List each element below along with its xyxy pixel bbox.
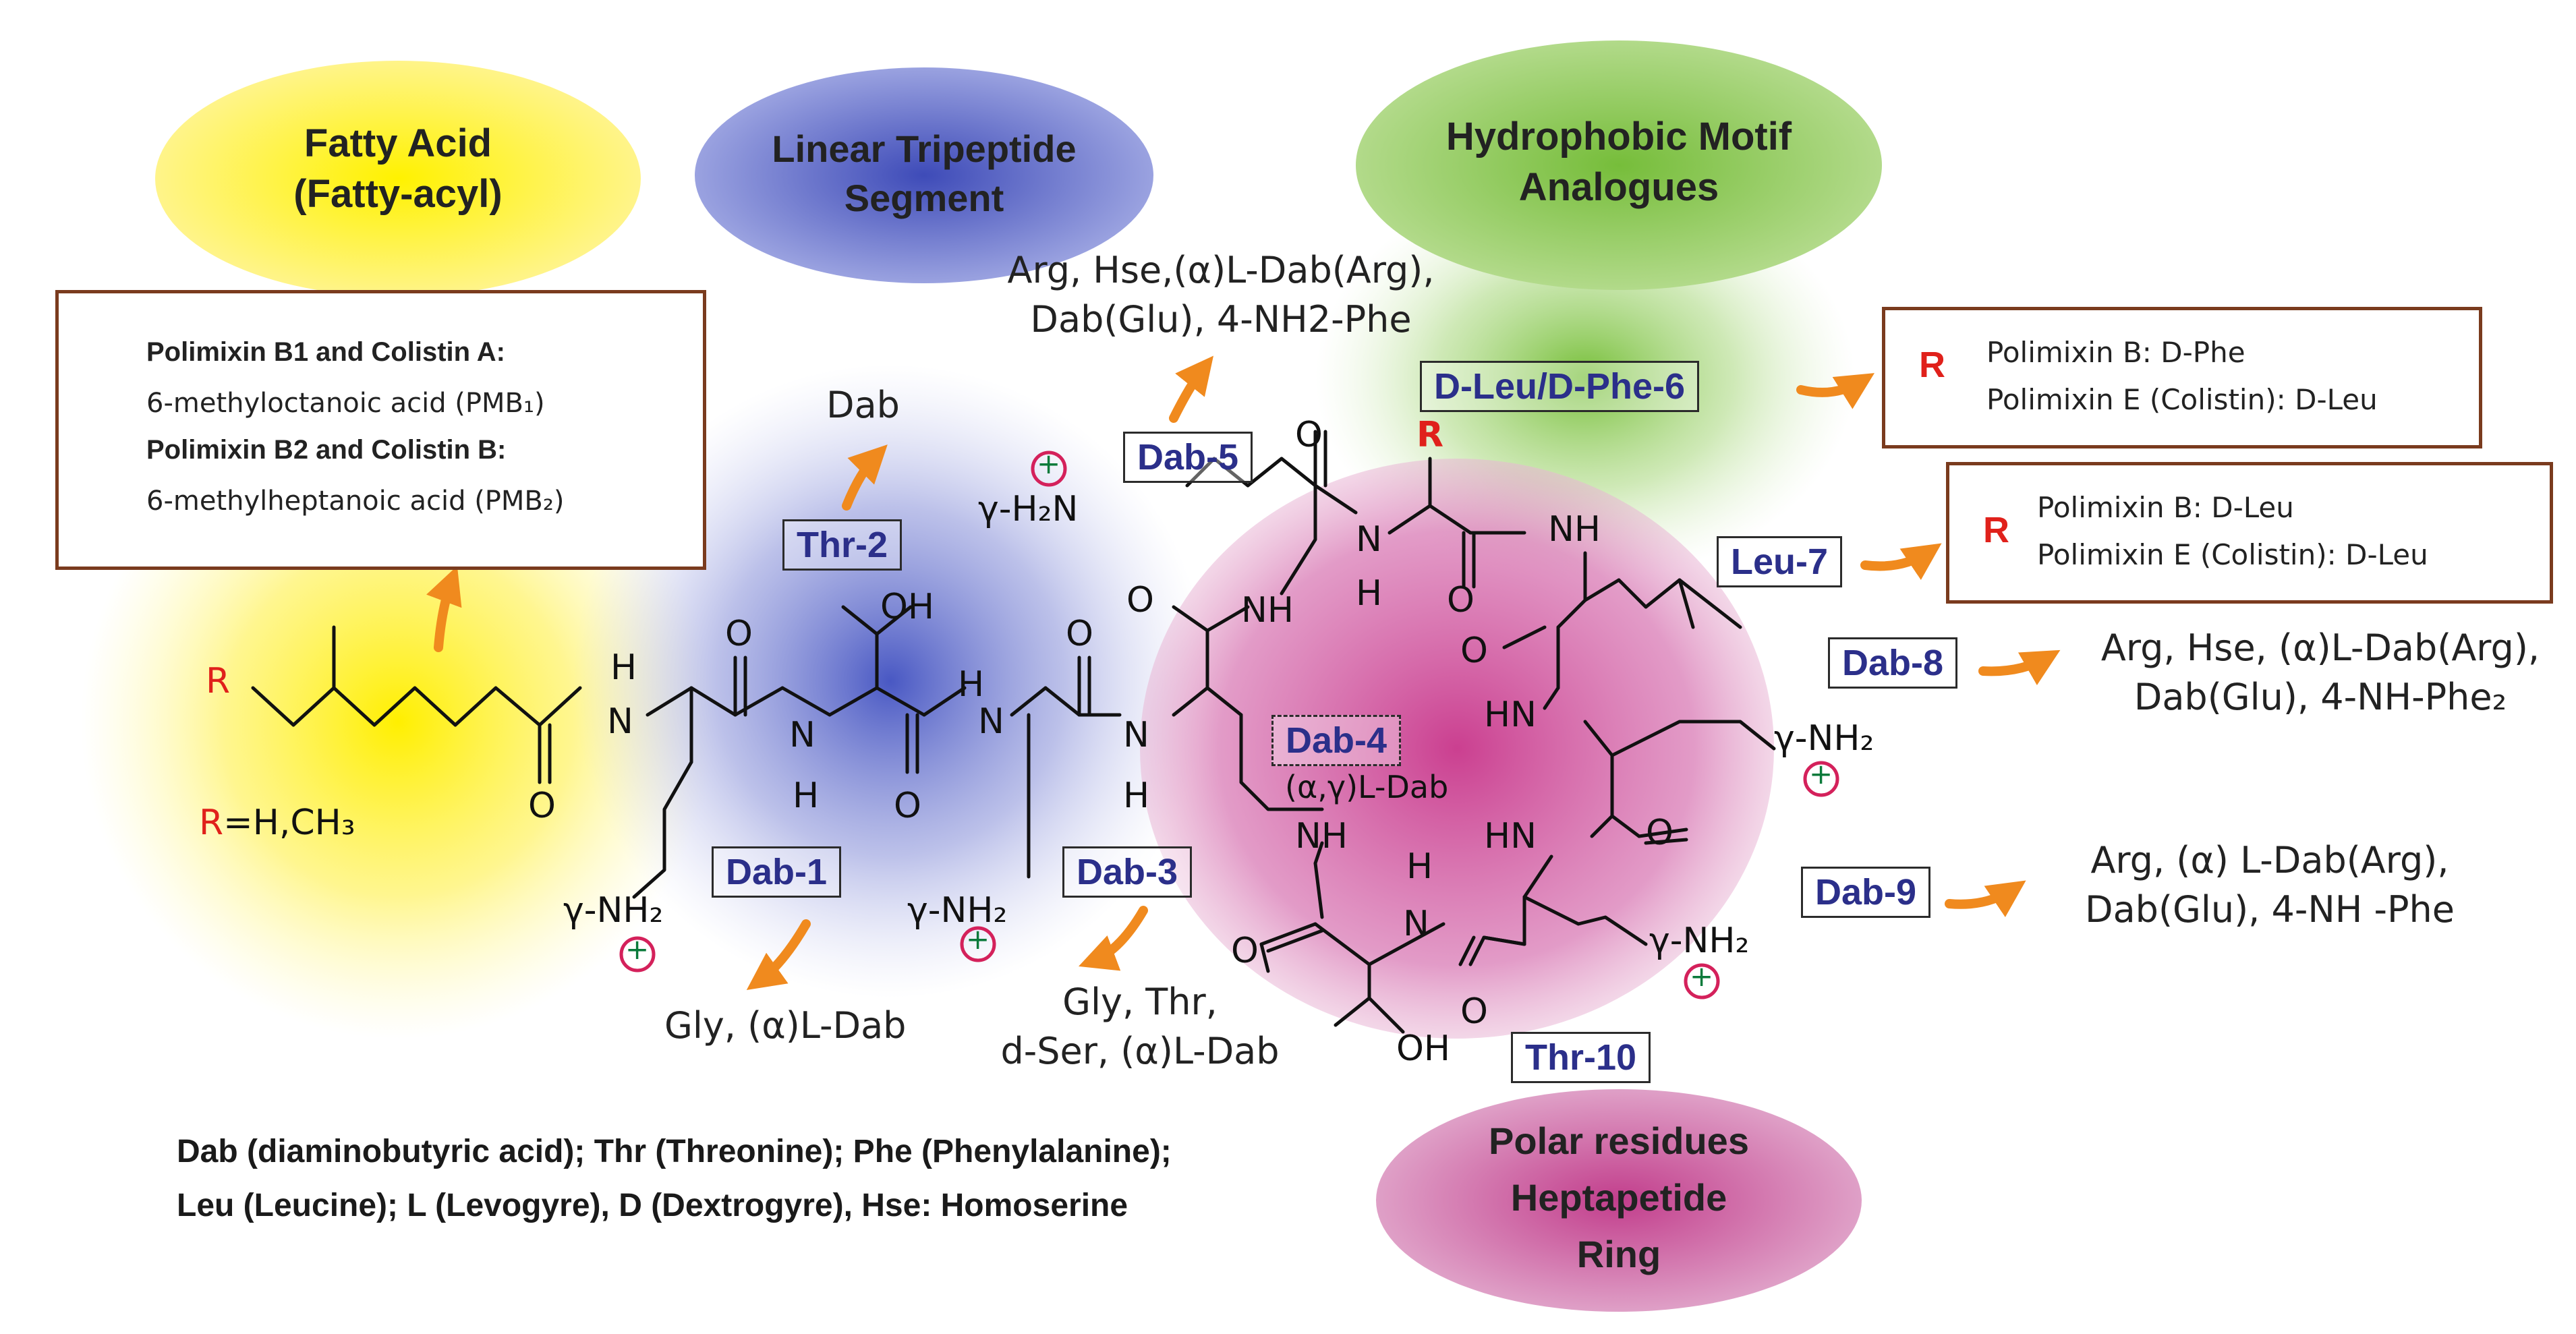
arrow-dab9 xyxy=(1945,880,2026,918)
legend-line-2: Leu (Leucine); L (Levogyre), D (Dextrogy… xyxy=(177,1188,1128,1223)
atom-o: O xyxy=(894,786,921,826)
plus-sign: + xyxy=(1037,447,1061,480)
sub-dab-3: Gly, Thr,d-Ser, (α)L-Dab xyxy=(1000,981,1280,1072)
atom-gamma-nh2-3: γ-NH₂ xyxy=(907,890,1008,931)
atom-o: O xyxy=(1231,931,1259,971)
atom-gamma-h2n: γ-H₂N xyxy=(978,489,1079,529)
atom-nh: NH xyxy=(1295,816,1348,857)
sub-dab-5: Arg, Hse,(α)L-Dab(Arg),Dab(Glu), 4-NH2-P… xyxy=(1007,249,1435,341)
atom-hn: HN xyxy=(1484,695,1537,735)
atom-nh: NH xyxy=(1241,590,1294,631)
atom-gamma-nh2-8: γ-NH₂ xyxy=(1774,718,1874,759)
atom-h: H xyxy=(1356,573,1383,614)
plus-sign: + xyxy=(1690,960,1714,993)
fatty-box-line-1: Polimixin B1 and Colistin A: xyxy=(146,337,505,367)
residue-leu-7: Leu-7 xyxy=(1717,536,1843,587)
atom-n: N xyxy=(1123,715,1149,755)
atom-h: H xyxy=(1123,776,1150,816)
plus-sign: + xyxy=(625,933,650,966)
residue-thr-10: Thr-10 xyxy=(1511,1032,1651,1083)
atom-oh: OH xyxy=(880,587,935,627)
atom-h: H xyxy=(793,776,820,816)
residue-dab-8: Dab-8 xyxy=(1828,637,1958,689)
region-fatty-acid: Fatty Acid(Fatty-acyl) xyxy=(293,121,503,216)
fatty-r-definition: R=H,CH₃ xyxy=(199,803,355,843)
residue-dab-9: Dab-9 xyxy=(1801,867,1931,918)
arrow-leu7 xyxy=(1860,543,1942,581)
plus-sign: + xyxy=(966,923,990,956)
fatty-box-line-2: 6-methyloctanoic acid (PMB₁) xyxy=(146,388,545,419)
atom-o: O xyxy=(1646,813,1673,853)
atom-o: O xyxy=(1295,415,1323,455)
atom-o: O xyxy=(725,614,753,654)
sub-thr-2: Dab xyxy=(826,384,900,426)
atom-h: H xyxy=(610,647,637,688)
residue-dab-4-sub: (α,γ)L-Dab xyxy=(1285,769,1449,805)
fatty-acid-info-box: Polimixin B1 and Colistin A: 6-methyloct… xyxy=(55,290,706,570)
atom-n: N xyxy=(1356,519,1382,560)
fatty-box-line-3: Polimixin B2 and Colistin B: xyxy=(146,435,507,465)
atom-o: O xyxy=(1460,631,1488,671)
atom-h: H xyxy=(958,664,985,705)
arrow-dab5 xyxy=(1169,355,1213,423)
atom-o: O xyxy=(1066,614,1093,654)
r-label: R xyxy=(1983,510,2009,550)
arrow-fatty xyxy=(426,566,462,652)
sub-dab-9: Arg, (α) L-Dab(Arg),Dab(Glu), 4-NH -Phe xyxy=(2085,839,2455,931)
residue-thr-2: Thr-2 xyxy=(782,519,902,571)
r6-atom: R xyxy=(1416,415,1444,455)
atom-gamma-nh2-9: γ-NH₂ xyxy=(1649,921,1750,961)
residue-d-leu-6: D-Leu/D-Phe-6 xyxy=(1420,361,1700,412)
atom-o: O xyxy=(528,786,556,826)
atom-h: H xyxy=(1406,846,1433,887)
fatty-box-line-4: 6-methylheptanoic acid (PMB₂) xyxy=(146,486,565,517)
atom-o: O xyxy=(1447,580,1475,620)
atom-o: O xyxy=(1460,991,1488,1032)
r6-line-2: Polimixin E (Colistin): D-Leu xyxy=(1986,383,2378,416)
r-box-position-6: R Polimixin B: D-Phe Polimixin E (Colist… xyxy=(1882,307,2482,448)
residue-dab-1: Dab-1 xyxy=(712,846,842,898)
residue-dab-5: Dab-5 xyxy=(1123,432,1253,483)
arrow-dab3 xyxy=(1079,906,1148,971)
fatty-r: R xyxy=(206,661,231,701)
sub-dab-1: Gly, (α)L-Dab xyxy=(664,1004,907,1047)
residue-dab-3: Dab-3 xyxy=(1062,846,1193,898)
atom-o: O xyxy=(1126,580,1154,620)
arrow-dleu6 xyxy=(1796,373,1874,409)
r-box-position-7: R Polimixin B: D-Leu Polimixin E (Colist… xyxy=(1946,462,2553,604)
r7-line-1: Polimixin B: D-Leu xyxy=(2037,491,2294,524)
atom-n: N xyxy=(789,715,815,755)
sub-dab-8: Arg, Hse, (α)L-Dab(Arg),Dab(Glu), 4-NH-P… xyxy=(2100,627,2540,718)
atom-nh: NH xyxy=(1548,509,1601,550)
arrow-dab8 xyxy=(1978,649,2061,686)
residue-dab-4: Dab-4 xyxy=(1271,715,1402,766)
r-label: R xyxy=(1919,345,1945,385)
arrow-dab1 xyxy=(746,919,811,991)
atom-n: N xyxy=(607,701,633,742)
r7-line-2: Polimixin E (Colistin): D-Leu xyxy=(2037,538,2428,571)
r6-line-1: Polimixin B: D-Phe xyxy=(1986,336,2245,369)
atom-n: N xyxy=(978,701,1004,742)
atom-oh: OH xyxy=(1396,1028,1451,1069)
atom-hn: HN xyxy=(1484,816,1537,857)
arrow-thr2 xyxy=(842,444,888,511)
plus-sign: + xyxy=(1809,757,1833,790)
legend-line-1: Dab (diaminobutyric acid); Thr (Threonin… xyxy=(177,1134,1172,1169)
atom-gamma-nh2-1: γ-NH₂ xyxy=(563,890,664,931)
atom-n: N xyxy=(1403,904,1429,944)
